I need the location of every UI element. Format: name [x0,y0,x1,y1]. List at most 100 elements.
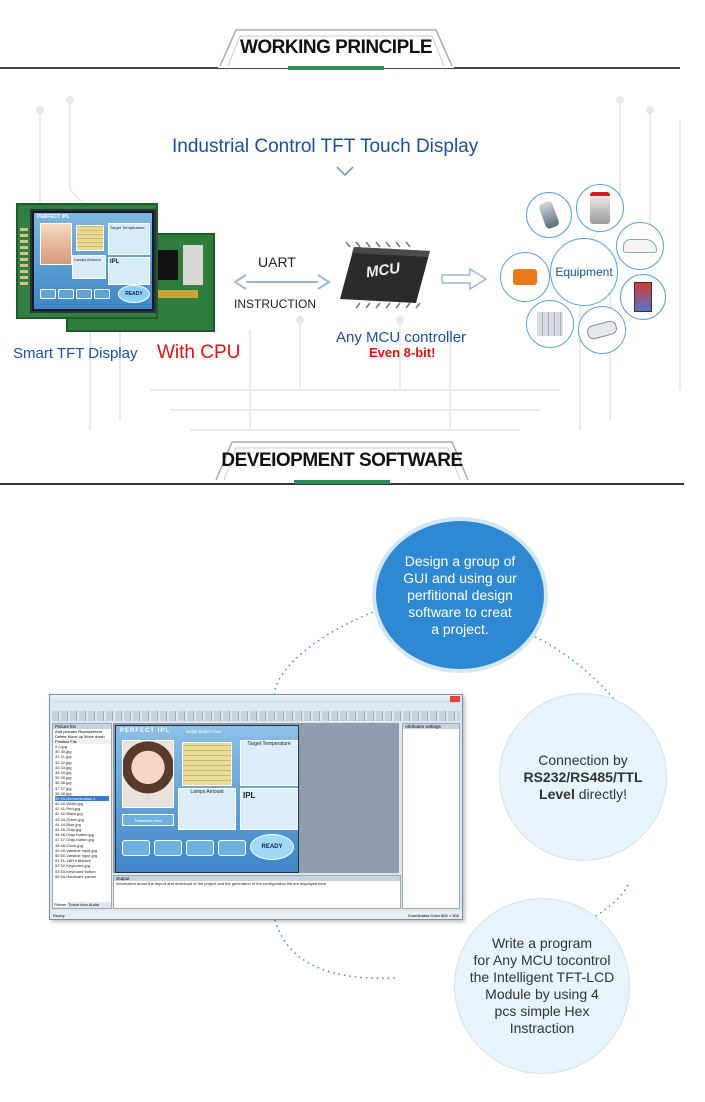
menu-bar: File(F) Edit(E) View(V) Tool(T) Touch Co… [52,704,460,718]
list-item[interactable]: 46 46-Gray-button.jpg [55,832,94,838]
dotted-orbit [273,607,631,979]
bubble-line: the Intelligent TFT-LCD [469,969,615,985]
list-item[interactable]: 50 50-Variable input.jpg [55,852,97,858]
list-item[interactable]: 51 51-1BH Interface [55,858,91,864]
list-item[interactable]: 43 43-Green.jpg [55,816,84,822]
mcu-chip-image [340,241,430,309]
bubble-line: GUI and using our [403,569,517,586]
software-window: File(F) Edit(E) View(V) Tool(T) Touch Co… [49,694,463,920]
section-banner-software: DEVEIOPMENT SOFTWARE [0,434,684,494]
list-item[interactable]: 45 45-Gray.jpg [55,827,82,832]
list-item[interactable]: 39 39-Demonstration-1 [55,795,109,802]
list-item[interactable]: 52 52-Keyboard.jpg [55,863,90,869]
divider [0,483,684,485]
list-item[interactable]: 32 32.jpg [55,759,72,765]
list-item[interactable]: 37 37.jpg [55,785,72,791]
program-bubble-text: Write a program for Any MCU tocontrol th… [470,935,614,1037]
header-cell: Position [55,739,70,744]
design-bubble-text: Design a group of GUI and using our perf… [403,553,517,638]
panel-buttons[interactable]: Delete Move up Move down [55,734,105,739]
bubble-line: Level directly! [523,786,642,803]
section-banner-working: WORKING PRINCIPLE [0,18,680,78]
bubble-line-bold: RS232/RS485/TTL [523,768,643,785]
target-temp-panel: Target Temperature [240,740,298,786]
pcb-board: PERFECT IPL Target Temperature Lamps Amo… [16,203,158,319]
banner-tab: DEVEIOPMENT SOFTWARE [214,438,470,484]
section-title: WORKING PRINCIPLE [239,37,433,58]
list-item[interactable]: 41 41-Red.jpg [55,806,81,812]
bubble-line: Module by using 4 [485,986,599,1002]
ready-label: READY [261,844,283,850]
panel-title: Attributes settings [403,724,459,729]
handheld-device-icon [526,192,572,238]
panel-title: Picture list [53,724,111,729]
status-bar: Ready Coordinates Color 800 × 600 [50,911,462,919]
list-item[interactable]: 53 53-Keyboard button [55,868,96,874]
panel-title: Output [114,876,400,881]
status-right: Coordinates Color 800 × 600 [407,913,459,918]
bubble-line: for Any MCU tocontrol [473,952,611,968]
list-item[interactable]: 35 35.jpg [55,775,72,781]
bubble-line: software to creat [408,603,512,620]
bubble-line: Design a group of [404,552,516,569]
ready-button: READY [118,285,150,303]
bubble-line: Write a program [491,935,593,951]
ipl-label: IPL [243,791,256,800]
portrait-image [122,740,174,808]
list-item[interactable]: 36 36.jpg [55,780,72,786]
arrow-right-icon [441,267,488,291]
display-label: Smart TFT Display [13,345,137,362]
list-item[interactable]: 34 34.jpg [55,769,72,775]
coffee-machine-icon [576,184,624,232]
target-temp-label: Target Temperature [247,741,291,747]
lamps-amount-label: Lamps Amount [74,257,101,262]
portrait-image [40,223,72,265]
panel-tabs: Picture Touch Icon Audio [53,902,111,908]
display-label-accent: With CPU [157,342,241,363]
equipment-label: Equipment [555,265,613,279]
bubble-word-bold: Level [539,785,575,802]
panel-tab[interactable]: Audio [88,902,99,907]
output-panel: Output Information about the import and … [113,875,401,909]
list-item[interactable]: 40 40-White.jpg [55,801,84,807]
list-item[interactable]: 0 0.jpg [55,744,68,749]
panel-tab[interactable]: Icon [80,902,88,907]
tft-display-product: PERFECT IPL Target Temperature Lamps Amo… [16,203,216,333]
list-item[interactable]: 30 30.jpg [55,749,72,755]
header-cell: File [70,739,77,744]
close-icon[interactable] [450,696,460,702]
panel-tab[interactable]: Picture [53,902,68,907]
treatment-button: Treatment Area [122,814,174,826]
panel-buttons[interactable]: Add pictures Replacement [55,729,102,734]
diagram-heading: Industrial Control TFT Touch Display [172,136,479,157]
canvas-brand: PERFECT IPL [120,728,171,734]
design-bubble: Design a group of GUI and using our perf… [376,521,544,669]
design-canvas: PERFECT IPL Beijie Smart Face Target Tem… [113,723,399,873]
output-text: Information about the import and downloa… [116,881,327,886]
banner-frame [219,29,453,70]
program-bubble: Write a program for Any MCU tocontrol th… [454,898,630,1074]
list-item[interactable]: 33 33.jpg [55,764,72,770]
equipment-cluster: Equipment [492,182,666,354]
screen-brand: PERFECT IPL [37,214,70,220]
ready-label: READY [125,291,143,297]
list-item[interactable]: 42 42-Black.jpg [55,811,83,817]
attributes-panel: Attributes settings [402,723,460,909]
list-item[interactable]: 44 44-Blue.jpg [55,821,81,827]
mcu-sub-label: Even 8-bit! [369,345,436,360]
list-item[interactable]: 47 47-Gray-button.jpg [55,837,94,843]
list-item[interactable]: 54 54-Hardware param [55,873,97,879]
lamps-amount-label: Lamps Amount [190,789,224,795]
ipl-label: IPL [110,259,120,265]
list-item[interactable]: 38 38.jpg [55,790,72,796]
vending-machine-icon [620,274,666,320]
status-left: Ready [53,913,65,918]
panel-tab[interactable]: Touch [68,902,80,907]
list-item[interactable]: 31 31.jpg [55,754,72,760]
list-item[interactable]: 48 48-Clock.jpg [55,842,83,848]
bubble-line: perfitional design [407,586,513,603]
list-item[interactable]: 49 49-Variable input.jpg [55,847,97,853]
canvas-screen: PERFECT IPL Beijie Smart Face Target Tem… [115,725,299,873]
grid-panel [76,225,104,251]
